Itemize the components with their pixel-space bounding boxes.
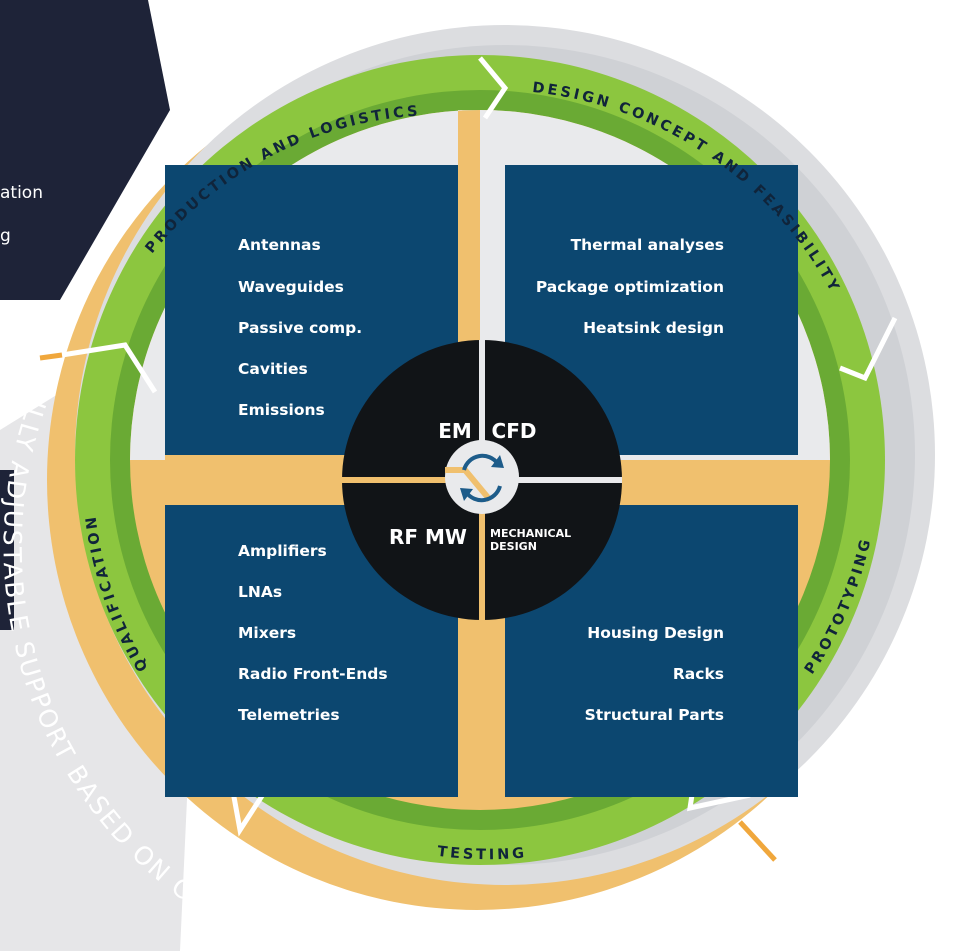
em-item-3: Passive comp.	[238, 319, 362, 337]
arrow-left	[61, 342, 158, 394]
phase-prototyping: PROTOTYPING	[802, 535, 875, 677]
rf-item-4: Radio Front-Ends	[238, 665, 388, 683]
sync-icon	[460, 453, 504, 503]
rf-item-5: Telemetries	[238, 706, 340, 724]
core-label-mech-1: MECHANICAL	[490, 527, 571, 540]
cfd-item-1: Thermal analyses	[571, 236, 724, 254]
mech-item-1: Housing Design	[587, 624, 724, 642]
rf-item-3: Mixers	[238, 624, 296, 642]
core-label-mech-2: DESIGN	[490, 540, 537, 553]
em-item-1: Antennas	[238, 236, 321, 254]
panel-line-2: g	[0, 226, 11, 246]
arrow-top	[478, 56, 509, 120]
panel-line-1: ation	[0, 183, 43, 203]
core-label-em: EM	[438, 419, 472, 443]
cfd-item-2: Package optimization	[536, 278, 724, 296]
mech-item-3: Structural Parts	[585, 706, 724, 724]
phase-qualification: QUALIFICATION	[83, 513, 151, 674]
em-item-4: Cavities	[238, 360, 308, 378]
cfd-item-3: Heatsink design	[583, 319, 724, 337]
dark-panel	[0, 0, 170, 300]
mech-item-2: Racks	[673, 665, 724, 683]
phase-testing: TESTING	[436, 844, 527, 863]
core-label-cfd: CFD	[492, 419, 537, 443]
dark-bar	[0, 470, 14, 630]
core-hub	[445, 440, 519, 514]
em-item-2: Waveguides	[238, 278, 344, 296]
rf-item-1: Amplifiers	[238, 542, 327, 560]
rf-item-2: LNAs	[238, 583, 282, 601]
arrow-right	[839, 316, 898, 382]
core-label-rf: RF MW	[389, 525, 467, 549]
em-item-5: Emissions	[238, 401, 325, 419]
